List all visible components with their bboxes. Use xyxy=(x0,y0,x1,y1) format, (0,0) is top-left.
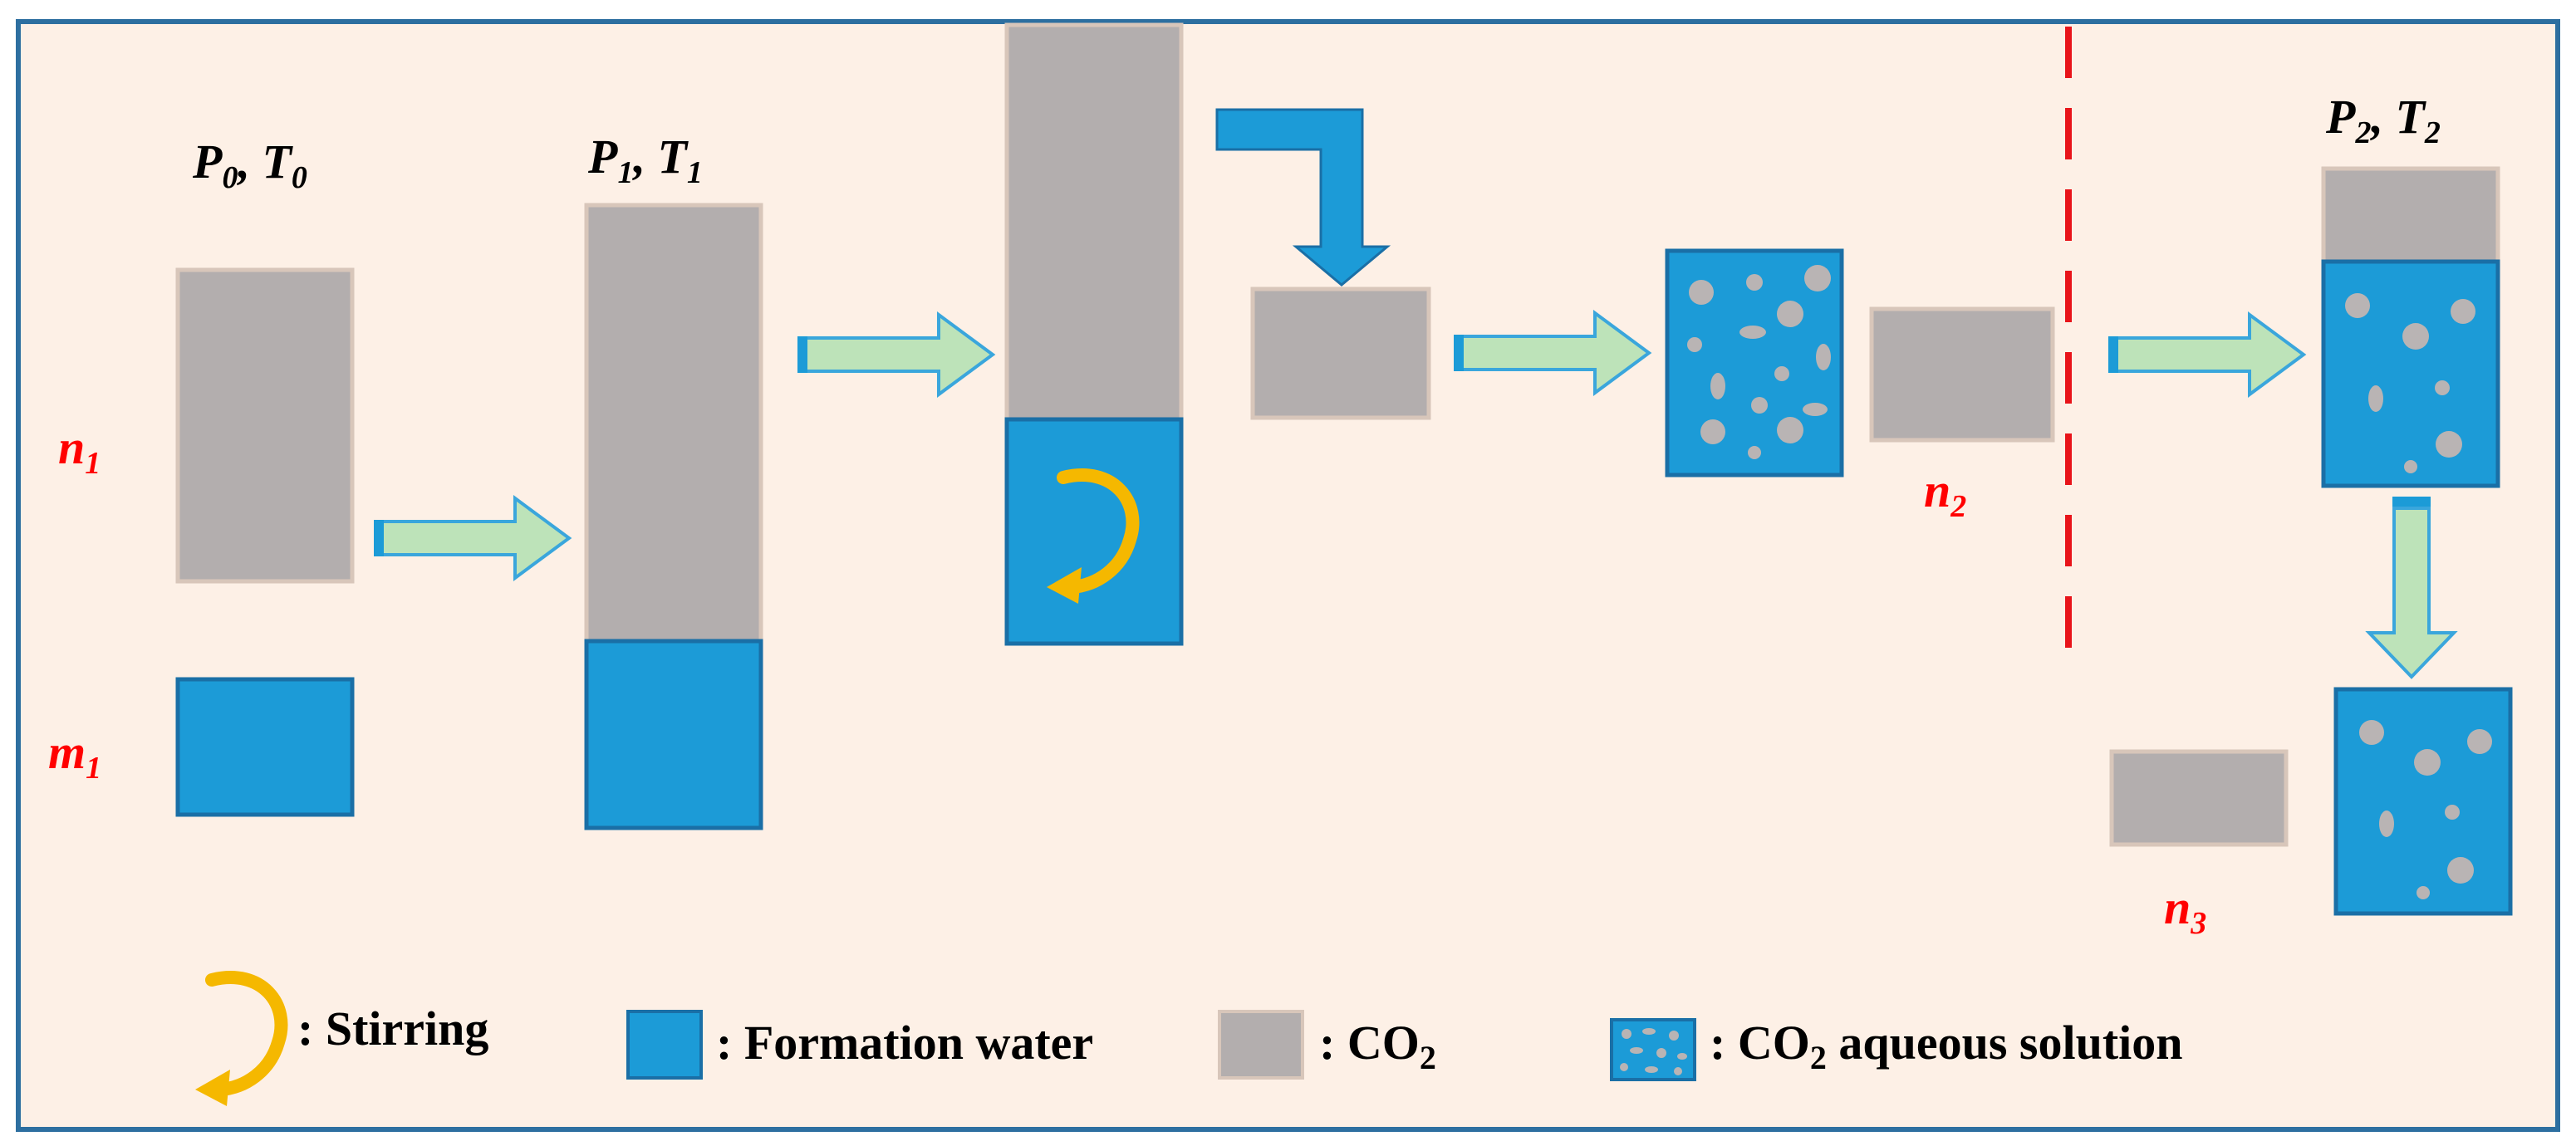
label-p0-t0: P0, T0 xyxy=(192,135,307,195)
water-block-stage0 xyxy=(175,677,355,817)
legend-co2-aqueous-swatch xyxy=(1610,1018,1696,1081)
co2-aqueous-block-stage4 xyxy=(2321,259,2500,488)
co2-block-n2 xyxy=(1869,306,2055,443)
legend: : Stirring : Formation water : CO2 : CO2… xyxy=(195,977,2183,1106)
co2-block-stage2-separated xyxy=(1250,286,1431,420)
co2-block-n3 xyxy=(2109,749,2289,847)
co2-block-stage0 xyxy=(175,267,355,584)
label-m1: m1 xyxy=(48,725,101,786)
diagram-background xyxy=(16,19,2560,1132)
water-block-stage1 xyxy=(584,639,763,830)
water-block-stage2 xyxy=(1004,417,1184,646)
process-arrow-down xyxy=(2365,497,2458,679)
co2-block-stage2 xyxy=(1004,22,1184,422)
label-p1-t1: P1, T1 xyxy=(587,130,703,190)
legend-co2-label: : CO2 xyxy=(1319,1016,1436,1076)
co2-aqueous-block-stage3 xyxy=(1665,248,1844,478)
legend-stirring-label: : Stirring xyxy=(297,1002,488,1055)
label-n3: n3 xyxy=(2164,880,2206,941)
co2-block-stage4 xyxy=(2321,166,2500,264)
bent-arrow-down-icon xyxy=(1215,108,1391,286)
label-n2: n2 xyxy=(1924,463,1966,524)
legend-formation-water-swatch xyxy=(626,1010,703,1080)
co2-aqueous-block-stage5 xyxy=(2333,687,2513,916)
co2-block-stage1 xyxy=(584,203,763,644)
label-n1: n1 xyxy=(58,420,101,481)
legend-formation-water-label: : Formation water xyxy=(716,1016,1093,1070)
legend-co2-aqueous-label: : CO2 aqueous solution xyxy=(1710,1016,2183,1076)
legend-co2-swatch xyxy=(1218,1010,1304,1080)
label-p2-t2: P2, T2 xyxy=(2325,90,2441,150)
